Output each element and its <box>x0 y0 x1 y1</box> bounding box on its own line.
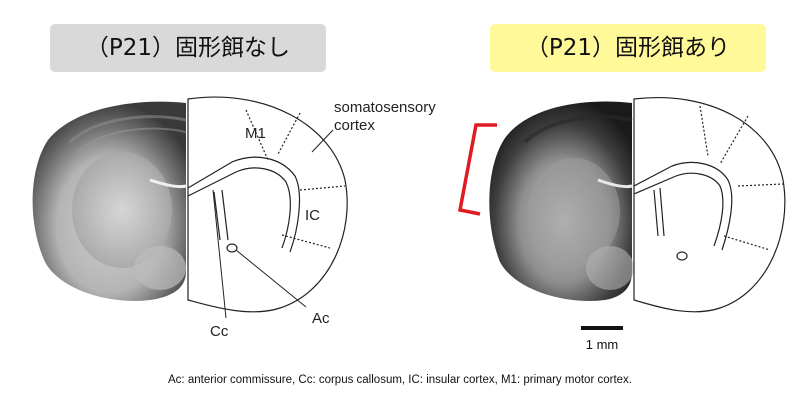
ic-label: IC <box>305 207 320 224</box>
somatosensory-leader-line <box>311 129 334 153</box>
somatosensory-cortex-label-line2: cortex <box>334 117 375 134</box>
highlight-bracket <box>457 123 497 216</box>
left-brain-photo-hemisphere <box>32 101 187 301</box>
somatosensory-cortex-label-line1: somatosensory <box>334 99 436 116</box>
right-brain-photo-hemisphere <box>489 101 634 301</box>
condition-label-without-solid-food: （P21）固形餌なし <box>50 24 326 72</box>
scale-bar <box>581 326 623 330</box>
ac-leader-line <box>235 249 307 308</box>
cc-label: Cc <box>210 323 229 340</box>
ac-label: Ac <box>312 310 330 327</box>
cc-leader-line <box>212 189 227 319</box>
m1-label: M1 <box>245 125 266 142</box>
left-brain-schematic-hemisphere <box>187 96 348 313</box>
figure-caption: Ac: anterior commissure, Cc: corpus call… <box>168 374 632 386</box>
condition-label-with-solid-food: （P21）固形餌あり <box>490 24 766 72</box>
right-brain-schematic-hemisphere <box>633 97 786 313</box>
scale-bar-label: 1 mm <box>585 337 619 352</box>
